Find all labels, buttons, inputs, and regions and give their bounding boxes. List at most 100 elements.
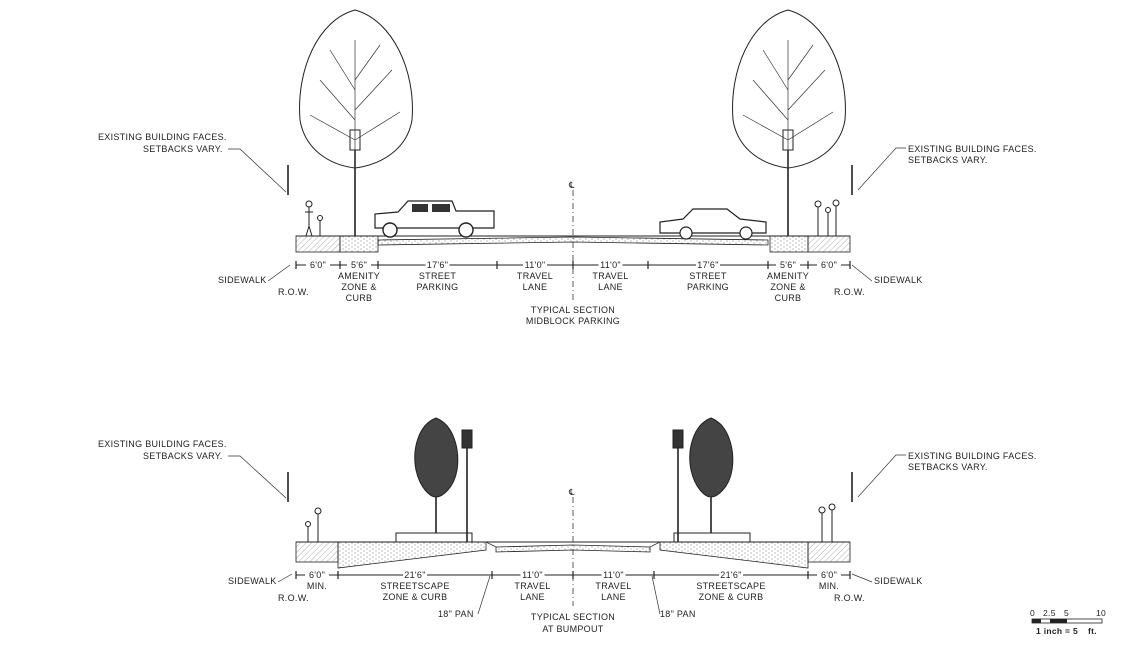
segment-label: CURB [775,293,802,303]
scale-tick-5: 5 [1064,608,1069,618]
sidewalk-right-slab-bottom [807,541,851,563]
note-right-line2: SETBACKS VARY. [908,155,988,165]
row-label-right-top: R.O.W. [834,287,865,297]
centerline-symbol-top: ℄ [568,180,575,190]
dimension-value: 5'6" [780,260,796,270]
pickup-truck [374,200,495,238]
segment-label: CURB [346,293,373,303]
pan-label-left: 18" PAN [438,609,474,619]
sidewalk-label-left-bottom: SIDEWALK [228,576,277,586]
dimension-label-bg [523,259,547,270]
dimension-label-bg [696,259,720,270]
bottom-section: EXISTING BUILDING FACES. SETBACKS VARY. … [98,417,1037,634]
section-title-bottom-line2: AT BUMPOUT [542,624,603,634]
streetscape-left-slab [337,541,487,569]
note-right-line2-bottom: SETBACKS VARY. [908,462,988,472]
segment-label: ZONE & CURB [699,592,764,602]
top-section: EXISTING BUILDING FACES. SETBACKS VARY. … [98,9,1036,326]
segment-label: TRAVEL [592,271,628,281]
scale-tick-10: 10 [1096,608,1106,618]
dimension-label-bg [425,259,450,270]
sidewalk-label-left-top: SIDEWALK [218,275,267,285]
sidewalk-right-slab [807,235,851,253]
segment-label: LANE [523,282,548,292]
pedestrians-left-top [305,200,323,237]
segment-label: PARKING [417,282,459,292]
segment-label: ZONE & [341,282,376,292]
sidewalk-label-right-bottom: SIDEWALK [874,576,923,586]
dimension-label-bg [598,259,623,270]
dimension-value: 6'0" [310,260,326,270]
note-left-line2-bottom: SETBACKS VARY. [143,451,223,461]
segment-label: PARKING [687,282,729,292]
segment-label: LANE [520,592,545,602]
note-left-line1: EXISTING BUILDING FACES. [98,132,227,142]
sidewalk-label-right-top: SIDEWALK [874,275,923,285]
row-label-right-bottom: R.O.W. [834,593,865,603]
segment-label: AMENITY [338,271,380,281]
segment-label: MIN. [819,581,839,591]
dimension-label-bg [601,569,626,580]
pedestrians-left-bottom [305,507,322,542]
dimension-value: 6'0" [309,570,325,580]
dimension-label-bg [306,259,330,270]
dimension-value: 11'0" [603,570,624,580]
sidewalk-left-slab [295,235,341,253]
dimension-value: 11'0" [522,570,543,580]
dimension-value: 17'6" [697,260,718,270]
dimension-value: 17'6" [427,260,448,270]
sidewalk-left-slab-bottom [295,541,339,563]
pan-label-right: 18" PAN [660,609,696,619]
segment-label: ZONE & CURB [383,592,448,602]
roadway-surface [377,236,769,246]
section-title-bottom-line1: TYPICAL SECTION [531,612,615,622]
segment-label: TRAVEL [514,581,550,591]
section-title-top-line2: MIDBLOCK PARKING [526,316,620,326]
note-right-line1-bottom: EXISTING BUILDING FACES. [908,451,1037,461]
dimension-label-bg [520,569,545,580]
note-left-leader-bottom [228,455,287,499]
row-label-left-bottom: R.O.W. [278,593,309,603]
tree-right-top [732,9,846,236]
pedestrians-right-bottom [818,503,836,542]
segment-label: STREET [689,271,727,281]
lamp-post-right [672,429,684,542]
segment-label: LANE [598,282,623,292]
planter-right [673,532,751,543]
dimension-label-bg [403,569,427,580]
scale-bar: 0 2.5 5 10 1 inch = 5 ft. [1030,608,1106,636]
dimension-label-bg [719,569,743,580]
lamp-post-left [461,429,473,542]
centerline-symbol-bottom: ℄ [568,487,575,497]
sedan-car [659,208,767,240]
segment-label: ZONE & [770,282,805,292]
scale-caption: 1 inch = 5 [1036,626,1078,636]
note-left-line2: SETBACKS VARY. [143,144,223,154]
dimension-value: 11'0" [525,260,546,270]
scale-tick-2-5: 2.5 [1043,608,1056,618]
dimension-value: 6'0" [821,570,837,580]
row-label-left-top: R.O.W. [278,287,309,297]
segment-label: STREET [419,271,457,281]
dimension-label-bg [776,259,800,270]
tree-left-top [299,9,413,236]
dimension-value: 21'6" [404,570,425,580]
streetscape-right-slab [659,541,809,569]
segment-label: AMENITY [767,271,809,281]
dimension-value: 6'0" [821,260,837,270]
segment-label: STREETSCAPE [380,581,449,591]
scale-unit: ft. [1088,626,1097,636]
note-right-leader-bottom [857,454,906,498]
dimension-label-bg [347,259,371,270]
segment-label: MIN. [307,581,327,591]
pedestrians-right-top [814,199,840,236]
segment-label: STREETSCAPE [696,581,765,591]
dimension-value: 21'6" [720,570,741,580]
dimension-label-bg [305,569,329,580]
segment-label: LANE [601,592,626,602]
section-title-top-line1: TYPICAL SECTION [531,305,615,315]
